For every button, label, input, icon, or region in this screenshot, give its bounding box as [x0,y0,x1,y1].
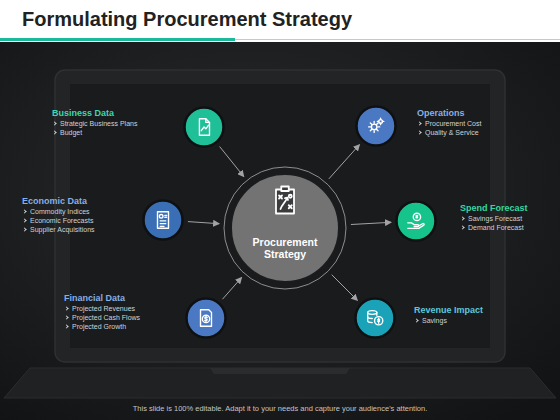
bullet-item: Procurement Cost [417,119,481,128]
bullet-chevron [64,324,68,328]
dark-ground [0,42,560,420]
bullet-item: Quality & Service [417,128,481,137]
text-group: OperationsProcurement CostQuality & Serv… [417,108,481,137]
text-group: Business DataStrategic Business PlansBud… [52,108,137,137]
bullet-item: Savings Forecast [460,214,528,223]
bullet-chevron [460,225,464,229]
node-heading: Economic Data [22,196,95,207]
text-group: Financial DataProjected RevenuesProjecte… [64,293,140,331]
icon-glyph [199,119,209,136]
bullet-item: Strategic Business Plans [52,119,137,128]
bullet-item: Projected Cash Flows [64,313,140,322]
icon-glyph [368,311,383,325]
arrow-connector [188,222,219,224]
bullet-chevron [460,216,464,220]
text-group: Spend ForecastSavings ForecastDemand For… [460,203,528,232]
node-heading: Revenue Impact [414,305,483,316]
bullet-item: Demand Forecast [460,223,528,232]
bullet-chevron [64,306,68,310]
icon-circle: Financial DataProjected RevenuesProjecte… [185,297,227,339]
icon-circle: Revenue ImpactSavings [354,297,396,339]
icon-glyph [201,310,212,327]
bullet-item: Supplier Acquisitions [22,225,95,234]
arrow-connector [329,145,360,179]
icon-disc [187,299,226,338]
bullet-chevron [22,227,26,231]
node-icon [195,307,217,329]
bullet-item: Projected Growth [64,322,140,331]
icon-glyph [408,213,424,228]
outer-ring [224,167,346,289]
slide-title: Formulating Procurement Strategy [22,8,352,31]
icon-disc [144,201,183,240]
node-icon [364,307,386,329]
arrow-connector [220,147,244,177]
bullet-chevron [52,130,56,134]
text-group: Economic DataCommodity IndicesEconomic F… [22,196,95,234]
arrow-connector [223,278,242,300]
slide-caption: This slide is 100% editable. Adapt it to… [0,404,560,414]
node-heading: Business Data [52,108,137,119]
bullet-item: Projected Revenues [64,304,140,313]
icon-circle: Spend ForecastSavings ForecastDemand For… [395,200,437,242]
bullet-item: Budget [52,128,137,137]
icon-circle: OperationsProcurement CostQuality & Serv… [355,105,397,147]
icon-glyph [369,118,384,132]
icon-circle: Business DataStrategic Business PlansBud… [183,106,225,148]
bullet-chevron [414,318,418,322]
icon-disc [356,299,395,338]
bullet-chevron [417,130,421,134]
node-icon [193,116,215,138]
bullet-item: Commodity Indices [22,207,95,216]
bullet-chevron [22,218,26,222]
laptop-silhouette [4,70,556,398]
bullet-chevron [52,121,56,125]
icon-circle: Economic DataCommodity IndicesEconomic F… [142,199,184,241]
icon-disc [357,107,396,146]
circle-outline [355,105,397,147]
icon-glyph [158,212,169,229]
node-icon [152,209,174,231]
node-icon [405,210,427,232]
center-label: Procurement Strategy [235,236,335,260]
bullet-item: Economic Forecasts [22,216,95,225]
icon-disc [397,202,436,241]
central-circle: Procurement Strategy [223,166,347,290]
icon-disc [185,108,224,147]
inner-disc [231,174,339,282]
title-accent [0,38,235,41]
node-heading: Spend Forecast [460,203,528,214]
circle-outline [142,199,184,241]
bullet-chevron [417,121,421,125]
icon-glyph [276,187,294,214]
node-heading: Operations [417,108,481,119]
arrow-connector [351,222,391,224]
text-group: Revenue ImpactSavings [414,305,483,325]
bullet-chevron [22,209,26,213]
arrow-connector [332,275,358,301]
circle-outline [223,166,347,290]
text-group: Procurement Strategy [235,236,335,260]
node-icon [267,182,303,218]
bullet-item: Savings [414,316,483,325]
node-heading: Financial Data [64,293,140,304]
bullet-chevron [64,315,68,319]
circle-outline [185,297,227,339]
node-icon [365,115,387,137]
